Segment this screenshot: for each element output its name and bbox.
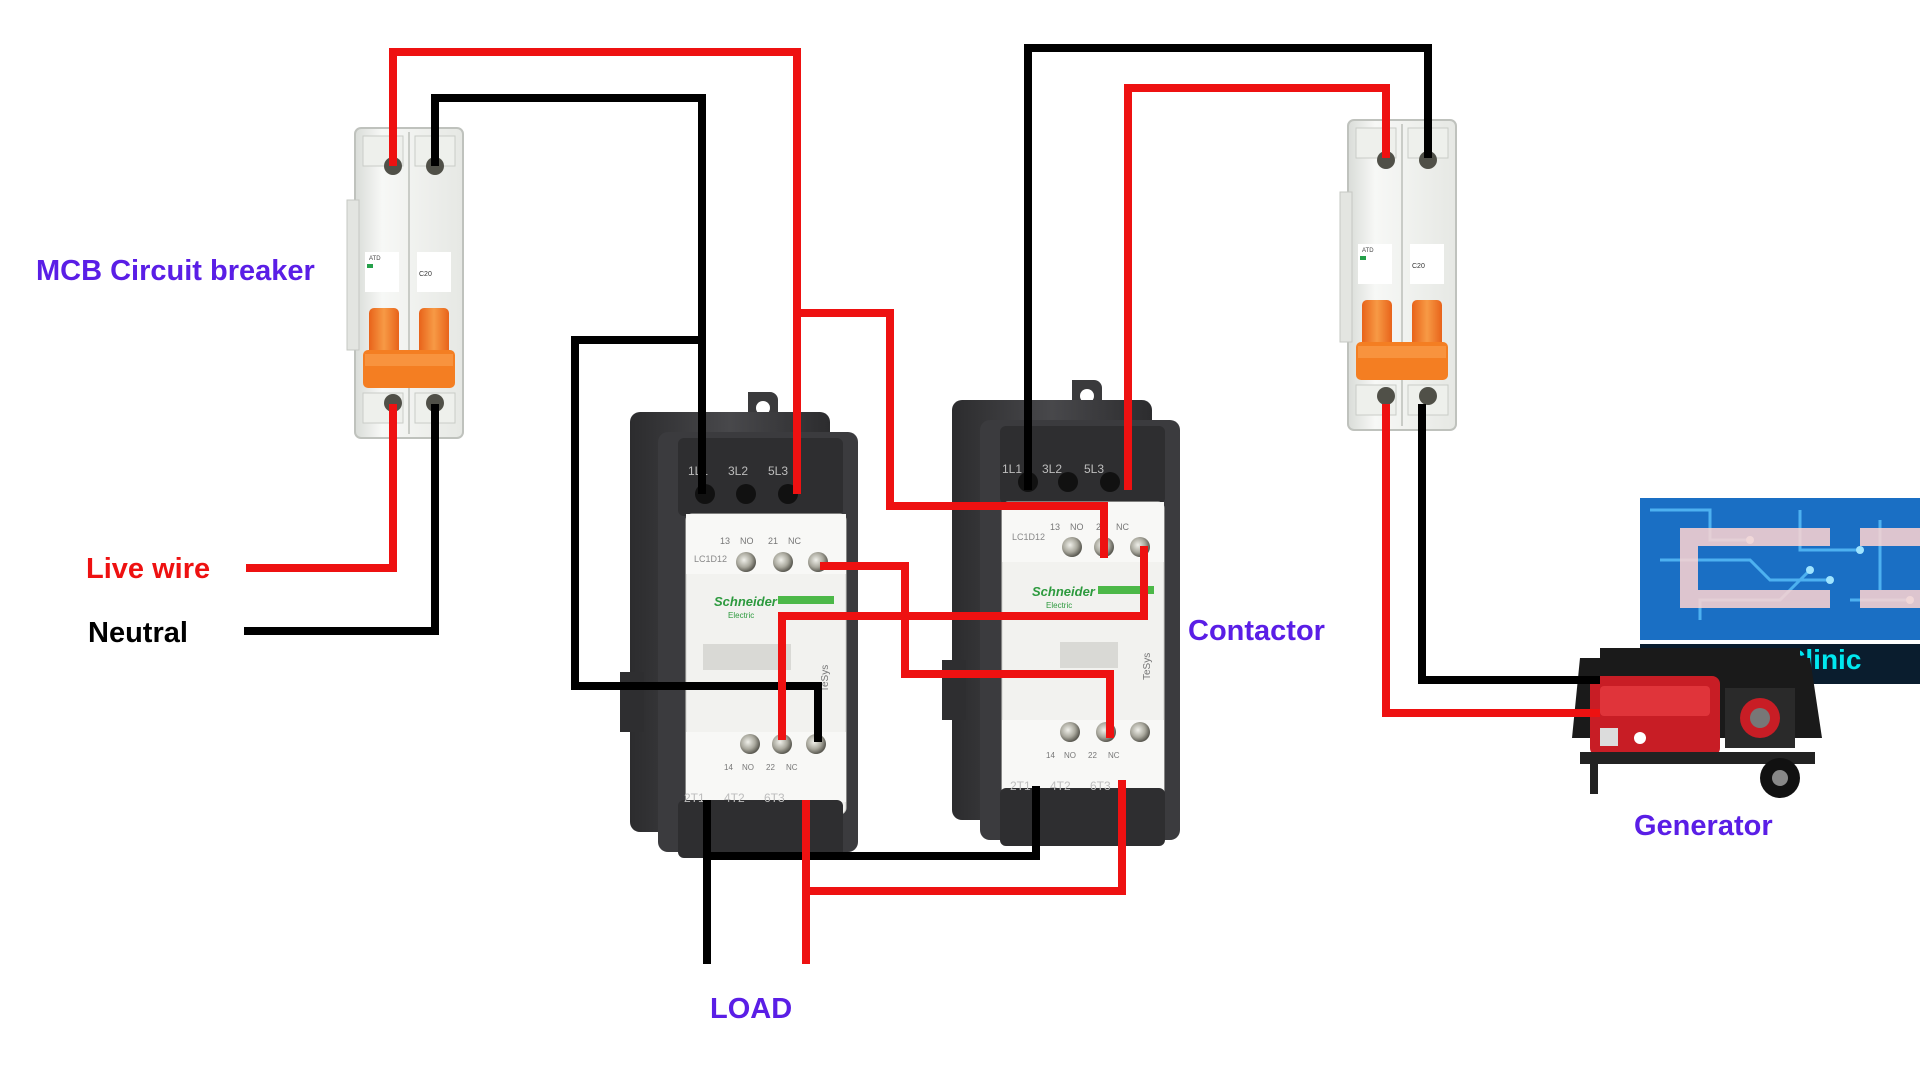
wire-ct2-aux-to-ct1 — [778, 546, 1148, 740]
wire-mcb1-neutral-to-ct1 — [431, 94, 706, 494]
mcb-label: MCB Circuit breaker — [36, 255, 315, 287]
contactor-label: Contactor — [1188, 615, 1325, 647]
ct1-l3: 5L3 — [768, 464, 788, 478]
ct1-brand-sub: Electric — [728, 611, 754, 620]
ct2-t2: 4T2 — [1050, 779, 1071, 793]
wire-load-neutral-bridge — [707, 786, 1040, 860]
mcb-right: ATD C20 — [1339, 119, 1457, 431]
wire-mcb2-neutral-to-ct2 — [1024, 44, 1432, 490]
wire-ct1-aux-to-ct2 — [820, 562, 1114, 738]
wires — [244, 44, 1600, 964]
ct1-t2: 4T2 — [724, 791, 745, 805]
ct1-t3: 6T3 — [764, 791, 785, 805]
ct1-model: LC1D12 — [694, 554, 727, 564]
ct1-t1: 2T1 — [684, 791, 705, 805]
ct1-aux-14: 14 — [724, 763, 733, 772]
ct2-aux-nc: NC — [1116, 522, 1129, 532]
live-wire-label: Live wire — [86, 553, 211, 585]
ct1-aux-22: 22 — [766, 763, 775, 772]
ct1-aux-no-b: NO — [742, 763, 754, 772]
ct2-aux-22: 22 — [1088, 751, 1097, 760]
ct1-series: TeSys — [820, 665, 831, 692]
ct2-brand: Schneider — [1032, 584, 1096, 599]
mcb-rating-right: C20 — [1412, 263, 1425, 270]
ct2-model: LC1D12 — [1012, 532, 1045, 542]
ct1-l2: 3L2 — [728, 464, 748, 478]
ct1-aux-21: 21 — [768, 536, 778, 546]
svg-text:ATD: ATD — [1362, 248, 1374, 254]
ct1-aux-no: NO — [740, 536, 754, 546]
mcb-left: ATD C20 — [346, 127, 464, 439]
mcb-rating-left: C20 — [419, 271, 432, 278]
neutral-label: Neutral — [88, 617, 188, 649]
generator-label: Generator — [1634, 810, 1773, 842]
ct2-aux-nc-b: NC — [1108, 751, 1120, 760]
wire-mcb2-live-to-ct2 — [1124, 84, 1390, 490]
ct2-l3: 5L3 — [1084, 462, 1104, 476]
wire-gen-live — [1382, 404, 1600, 717]
ct2-aux-13: 13 — [1050, 522, 1060, 532]
ct2-series: TeSys — [1142, 653, 1153, 680]
ct2-t1: 2T1 — [1010, 779, 1031, 793]
generator-icon — [1572, 648, 1822, 798]
wire-neutral-input — [244, 404, 439, 635]
ct1-aux-13: 13 — [720, 536, 730, 546]
ct2-t3: 6T3 — [1090, 779, 1111, 793]
ct2-l1: 1L1 — [1002, 462, 1022, 476]
wire-gen-neutral — [1418, 404, 1600, 684]
svg-text:ATD: ATD — [369, 256, 381, 262]
ct2-aux-no: NO — [1070, 522, 1084, 532]
ct2-aux-no-b: NO — [1064, 751, 1076, 760]
wire-live-input — [246, 404, 397, 572]
ct1-aux-nc: NC — [788, 536, 801, 546]
wire-ct1-live-to-ct2-aux — [797, 309, 1108, 558]
wire-ct1-neutral-loop — [571, 336, 822, 742]
ct2-aux-14: 14 — [1046, 751, 1055, 760]
ct2-l2: 3L2 — [1042, 462, 1062, 476]
wire-mcb1-live-to-ct1 — [389, 48, 801, 494]
wire-load-live-bridge — [806, 780, 1126, 895]
contactor-left: 1L1 3L2 5L3 13 NO 21 NC LC1D12 Schneider… — [620, 392, 858, 858]
load-label: LOAD — [710, 993, 793, 1025]
ct1-aux-nc-b: NC — [786, 763, 798, 772]
ct1-brand: Schneider — [714, 594, 778, 609]
ct2-brand-sub: Electric — [1046, 601, 1072, 610]
